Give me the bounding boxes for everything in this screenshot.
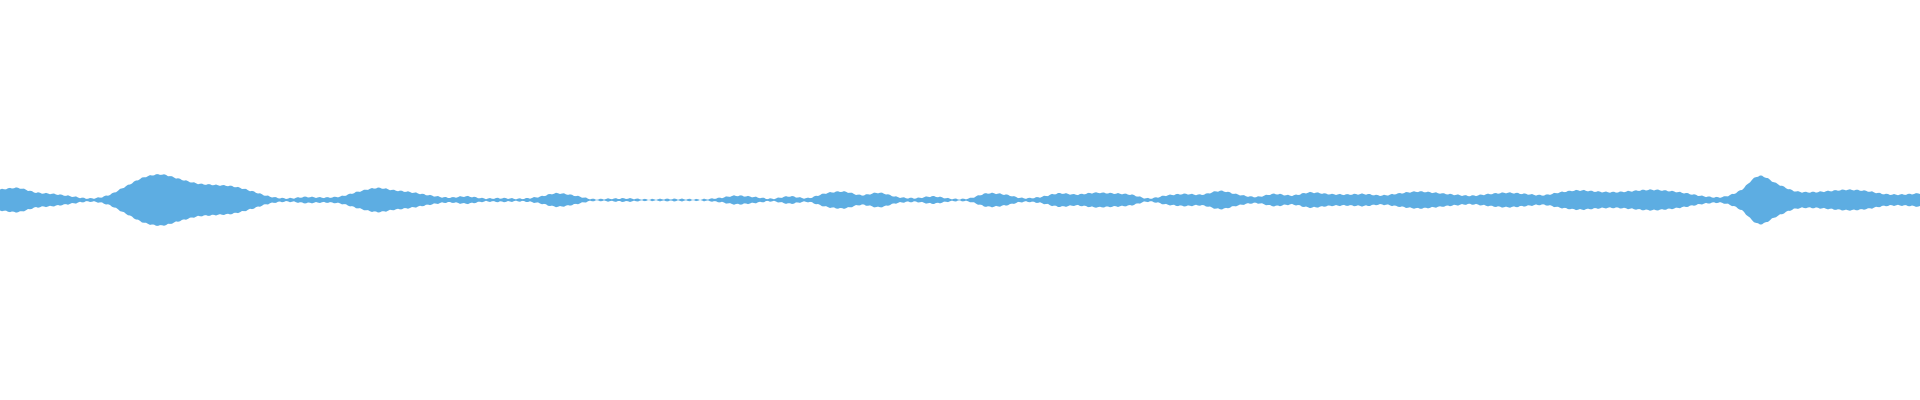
waveform-shape (0, 174, 1920, 226)
